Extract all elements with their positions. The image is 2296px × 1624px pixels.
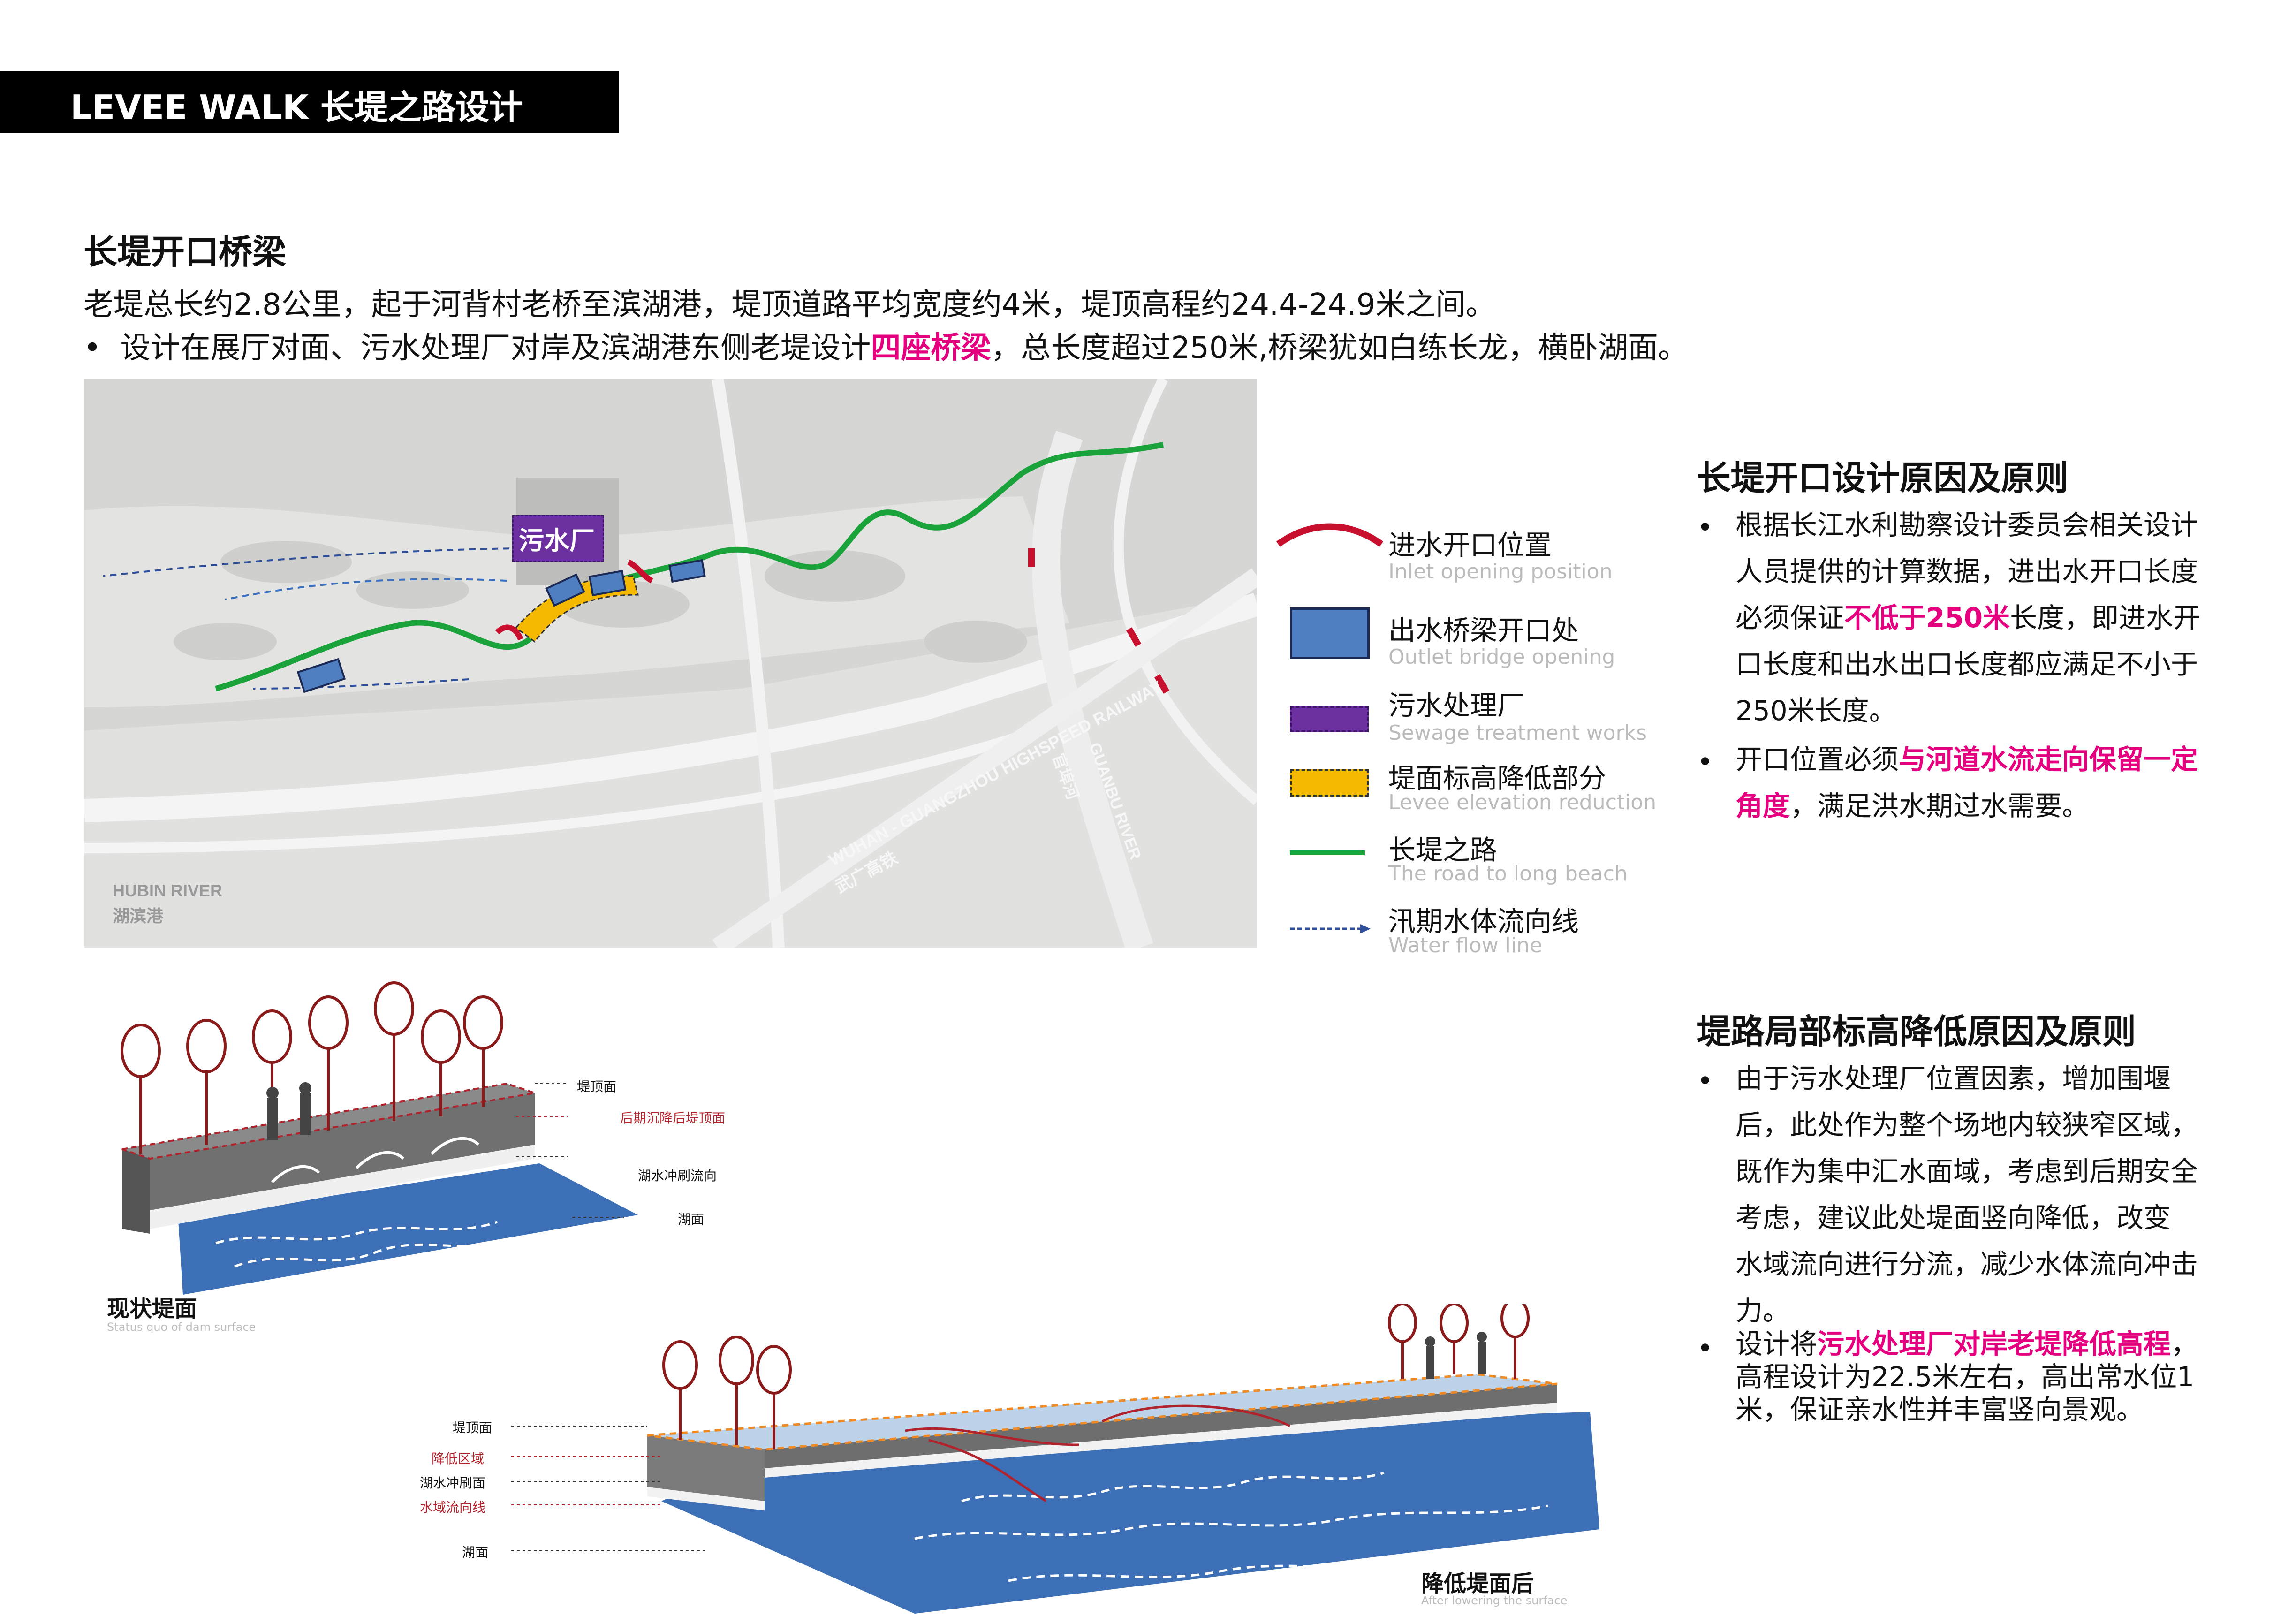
diagram1-label: 后期沉降后堤顶面 [620,1110,726,1126]
inlet-mark-1 [1028,548,1035,567]
highlight-four-bridges: 四座桥梁 [871,331,991,365]
highlight-250m: 不低于250米 [1844,602,2010,634]
legend-label: 堤面标高降低部分 [1388,762,1606,794]
diagram2-label: 堤顶面 [453,1420,493,1435]
levee-road-path [215,442,1164,691]
sewage-plant-icon [1290,706,1369,732]
legend-sublabel: The road to long beach [1388,862,1628,886]
sewage-plant-label: 污水厂 [519,526,595,555]
highlight-lower-elevation: 污水处理厂对岸老堤降低高程 [1817,1328,2171,1360]
diagram1-label: 湖面 [678,1212,705,1227]
inlet-arc-icon [1276,523,1384,547]
diagram1-label: 湖水冲刷流向 [638,1168,717,1184]
diagram1-caption: 现状堤面 [107,1296,197,1322]
legend-label: 出水桥梁开口处 [1388,615,1579,646]
outlet-bridge-2 [668,559,706,583]
hubin-river-label-en: HUBIN RIVER [113,881,223,900]
bullet: • [1697,1332,1713,1364]
outlet-bridge-icon [1290,607,1370,659]
legend-sublabel: Inlet opening position [1388,560,1613,584]
inlet-mark-2 [1126,627,1142,647]
flow-line-1 [103,547,577,577]
site-map: 污水厂 WUHAN - GUANGZHOU HIGHSPEED RAILWAY … [84,379,1257,948]
diagram2-label: 降低区域 [432,1451,485,1466]
outlet-bridge-1 [296,658,346,693]
diagram2-label: 湖水冲刷面 [420,1475,486,1491]
sewage-plant-marker [512,515,604,562]
legend-label: 进水开口位置 [1388,529,1552,561]
highlight-angle: 与河道水流走向保留一定 [1899,744,2198,775]
diagram2-label: 湖面 [462,1545,489,1560]
water-flow-icon [1290,924,1371,933]
diagram1-caption-en: Status quo of dam surface [107,1320,256,1334]
bullet: • [1697,1065,1713,1097]
bullet: • [1697,511,1713,543]
inlet-mark-3 [1154,674,1170,694]
bullet: • [1697,746,1713,778]
diagram2-caption-en: After lowering the surface [1421,1594,1568,1607]
flow-line-2 [225,578,507,600]
legend-sublabel: Outlet bridge opening [1388,645,1615,669]
lowered-levee-diagram [511,1304,1599,1614]
page-title: LEVEE WALK 长堤之路设计 [70,88,523,127]
elevation-principles-title: 堤路局部标高降低原因及原则 [1697,1012,2137,1051]
legend-label: 长堤之路 [1388,834,1498,866]
legend-sublabel: Water flow line [1388,933,1543,957]
section-title: 长堤开口桥梁 [83,232,287,272]
site-map-drawing [84,379,1257,948]
legend-label: 污水处理厂 [1388,690,1525,721]
diagram2-label: 水域流向线 [420,1500,486,1515]
diagram2-caption: 降低堤面后 [1421,1571,1534,1597]
legend-sublabel: Levee elevation reduction [1388,790,1657,814]
levee-reduction-icon [1290,769,1369,797]
opening-principles-title: 长堤开口设计原因及原则 [1697,458,2069,498]
intro-line-2: • 设计在展厅对面、污水处理厂对岸及滨湖港东侧老堤设计四座桥梁，总长度超过250… [83,331,1688,365]
legend-sublabel: Sewage treatment works [1388,721,1647,745]
hubin-river-label-cn: 湖滨港 [113,906,164,926]
legend-label: 汛期水体流向线 [1388,905,1579,937]
bullet: • [83,331,101,365]
header-bar [0,71,619,133]
levee-road-icon [1290,850,1365,855]
diagram1-label: 堤顶面 [577,1079,617,1094]
flow-line-3 [253,678,470,690]
current-levee-diagram [121,981,638,1295]
intro-line-1: 老堤总长约2.8公里，起于河背村老桥至滨湖港，堤顶道路平均宽度约4米，堤顶高程约… [83,288,1496,322]
